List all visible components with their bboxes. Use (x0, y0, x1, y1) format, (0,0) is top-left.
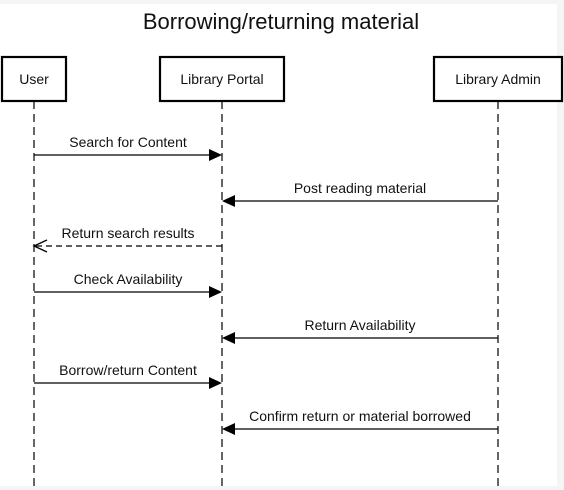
message-4: Check Availability (34, 271, 222, 298)
open-arrowhead-icon (32, 239, 48, 253)
message-label: Search for Content (69, 134, 187, 150)
filled-arrowhead-icon (222, 423, 235, 435)
actor-label-user: User (19, 71, 49, 87)
message-3: Return search results (32, 225, 222, 253)
filled-arrowhead-icon (222, 195, 235, 207)
actor-box-portal (158, 55, 286, 103)
message-7: Confirm return or material borrowed (222, 408, 498, 435)
filled-arrowhead-icon (209, 377, 222, 389)
message-2: Post reading material (222, 180, 498, 207)
actor-label-admin: Library Admin (455, 71, 541, 87)
message-label: Post reading material (294, 180, 426, 196)
actor-user: User (0, 55, 68, 103)
message-label: Return Availability (304, 317, 415, 333)
message-label: Check Availability (74, 271, 183, 287)
filled-arrowhead-icon (209, 286, 222, 298)
actor-label-portal: Library Portal (180, 71, 263, 87)
actors: User Library Portal Library Admin (0, 55, 564, 103)
message-5: Return Availability (222, 317, 498, 344)
message-1: Search for Content (34, 134, 222, 161)
actor-box-admin (432, 55, 564, 103)
filled-arrowhead-icon (222, 332, 235, 344)
actor-box-user (0, 55, 68, 103)
filled-arrowhead-icon (209, 149, 222, 161)
message-label: Borrow/return Content (59, 362, 197, 378)
actor-portal: Library Portal (158, 55, 286, 103)
message-label: Return search results (61, 225, 194, 241)
message-label: Confirm return or material borrowed (249, 408, 471, 424)
actor-admin: Library Admin (432, 55, 564, 103)
message-6: Borrow/return Content (34, 362, 222, 389)
diagram-title: Borrowing/returning material (143, 9, 419, 34)
